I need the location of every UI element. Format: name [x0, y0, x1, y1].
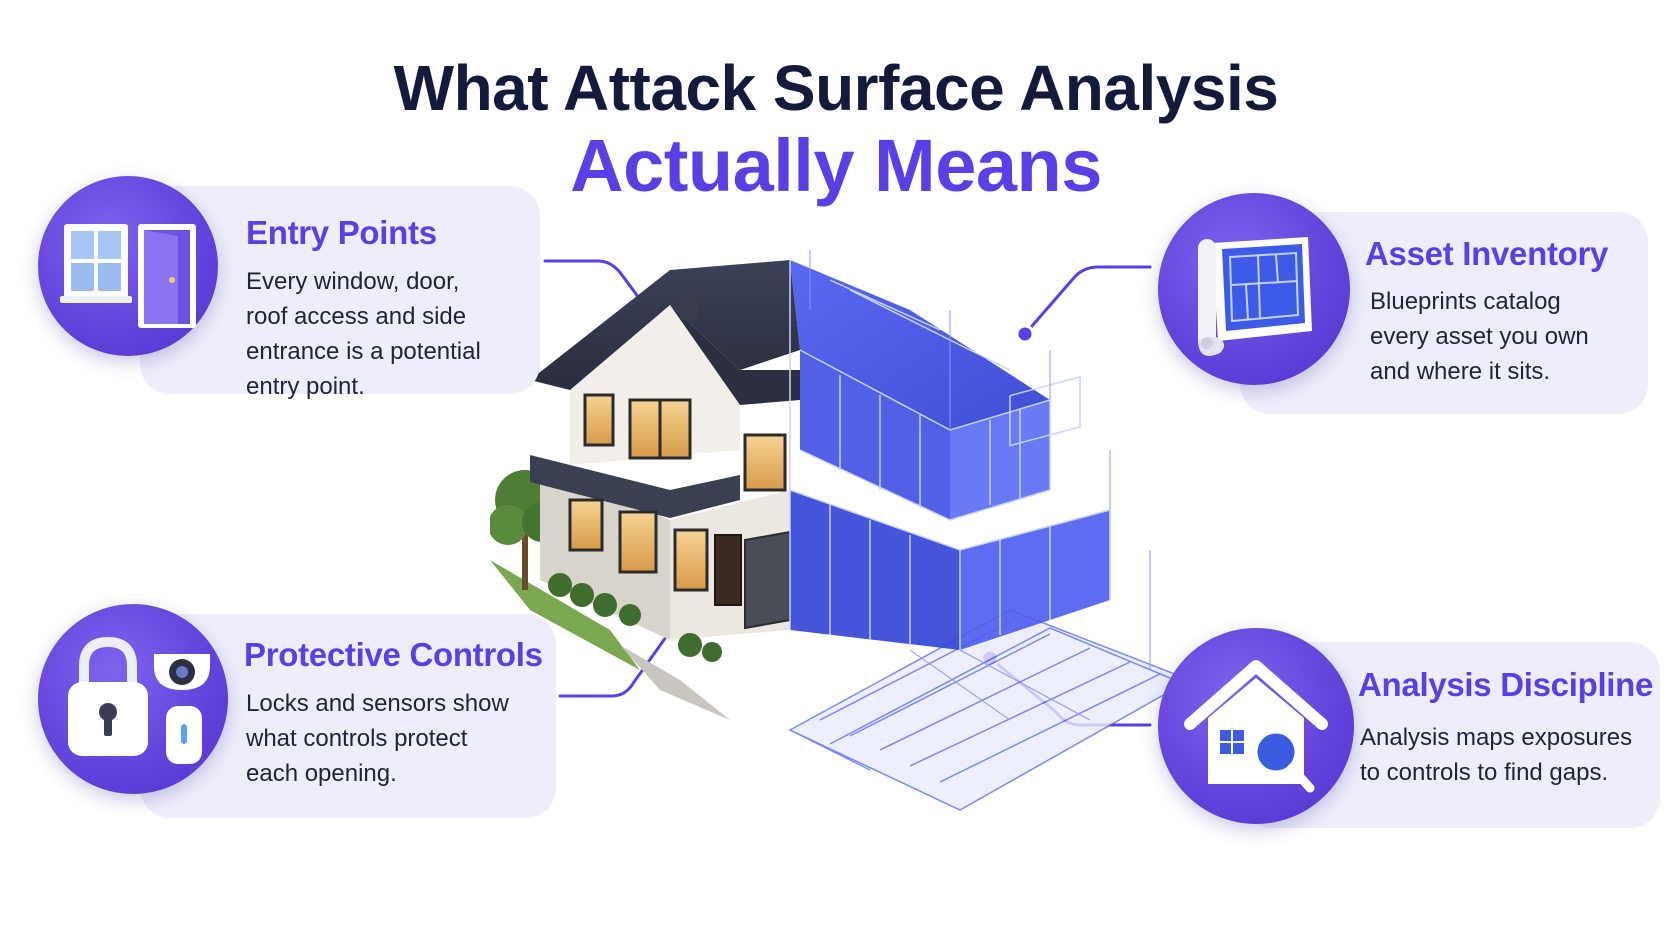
connector-protective-controls	[558, 604, 690, 698]
analysis-discipline-body: Analysis maps exposures to controls to f…	[1360, 724, 1633, 786]
entry-points-icon-circle	[38, 176, 218, 356]
shrubs	[548, 573, 722, 662]
entry-points-body: Every window, door, roof access and side…	[246, 268, 481, 400]
page-title: What Attack Surface Analysis Actually Me…	[0, 52, 1672, 208]
protective-controls-icon-circle	[38, 604, 228, 794]
blueprint-scroll-icon	[1198, 237, 1312, 356]
analysis-discipline-icon-circle	[1158, 628, 1354, 824]
blueprint-half	[789, 250, 1151, 721]
house-windows	[568, 393, 787, 592]
asset-inventory-body: Blueprints catalog every asset you own a…	[1370, 288, 1589, 385]
connector-asset-inventory	[1023, 265, 1152, 336]
title-line-1: What Attack Surface Analysis	[393, 52, 1279, 124]
blueprint-floorplan	[788, 609, 1190, 811]
protective-controls-title: Protective Controls	[244, 636, 543, 673]
house-blueprint-illustration	[490, 250, 1190, 811]
analysis-discipline-title: Analysis Discipline	[1358, 666, 1654, 703]
window-door-icon	[60, 224, 196, 328]
front-door	[714, 534, 742, 606]
asset-inventory-title: Asset Inventory	[1365, 235, 1609, 272]
asset-inventory-icon-circle	[1158, 193, 1350, 385]
house-magnifier-icon	[1184, 660, 1328, 793]
title-line-2: Actually Means	[570, 124, 1102, 207]
entry-points-title: Entry Points	[246, 214, 437, 251]
protective-controls-body: Locks and sensors show what controls pro…	[246, 690, 509, 787]
lock-camera-sensor-icon	[68, 636, 210, 764]
connector-entry-points	[543, 259, 672, 342]
walkway	[620, 645, 730, 720]
connector-dot-asset-inventory	[1015, 324, 1035, 344]
garage-door	[744, 530, 791, 630]
